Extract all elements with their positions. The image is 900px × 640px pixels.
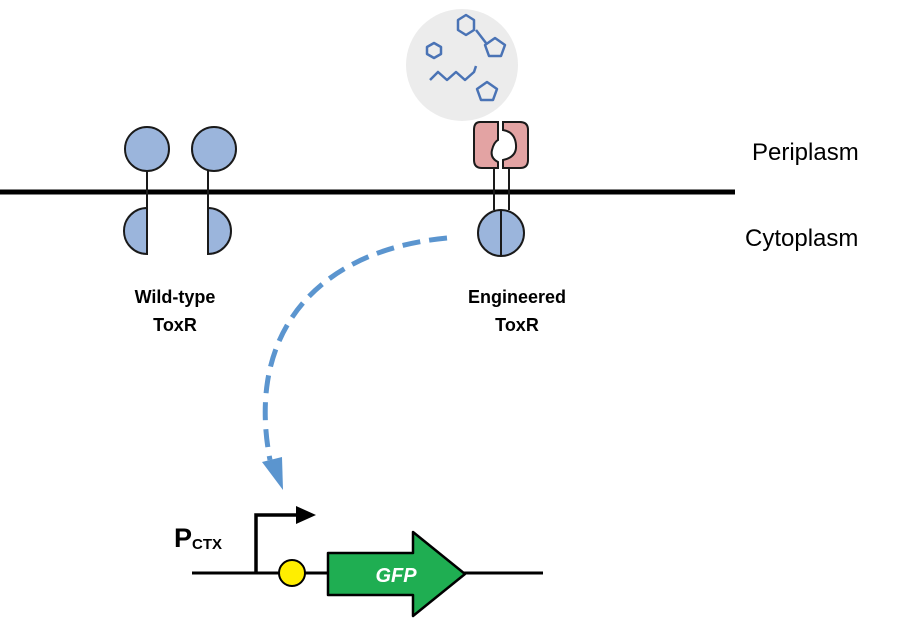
small-hexagon-molecule-icon	[425, 41, 443, 60]
ligand-cloud	[406, 9, 518, 121]
engineered-toxr	[473, 121, 529, 257]
periplasmic-domain	[191, 126, 237, 172]
cytoplasmic-half-domain	[207, 206, 232, 256]
promoter-label: PCTX	[174, 523, 222, 553]
ligand-bubble	[406, 9, 518, 121]
pentagon-molecule-icon	[483, 36, 507, 58]
gene-label: GFP	[375, 565, 417, 587]
wildtype-toxr-2	[191, 126, 237, 256]
ligand-binding-domain	[473, 121, 499, 169]
promoter-main-label: P	[174, 523, 192, 553]
wildtype-label-line2: ToxR	[153, 315, 197, 335]
periplasmic-domain	[124, 126, 170, 172]
cytoplasm-label: Cytoplasm	[745, 225, 858, 252]
signal-arrow	[262, 235, 448, 490]
chain-molecule-icon	[429, 65, 478, 82]
engineered-label-line2: ToxR	[495, 315, 539, 335]
hexagon-molecule-icon	[456, 13, 476, 37]
wildtype-label-line1: Wild-type	[135, 287, 216, 307]
gene-arrow-icon	[326, 530, 467, 618]
gene-construct: GFP PCTX	[174, 506, 543, 618]
operator-site	[278, 559, 306, 587]
signal-arrow-path	[262, 235, 448, 461]
ligand-molecules-icon	[425, 13, 507, 102]
transcription-start-arrow-icon	[254, 513, 298, 573]
periplasm-label: Periplasm	[752, 139, 859, 166]
pentagon-molecule-bottom-icon	[475, 80, 499, 102]
signal-arrowhead-icon	[262, 457, 283, 490]
wildtype-toxr-1	[123, 126, 170, 256]
ligand-binding-domain-right	[502, 121, 529, 169]
cytoplasmic-half-domain	[123, 206, 148, 256]
molecule-bond-icon	[475, 29, 487, 44]
promoter-arrowhead-icon	[296, 506, 316, 524]
engineered-label-line1: Engineered	[468, 287, 566, 307]
promoter-sub-label: CTX	[192, 536, 222, 553]
